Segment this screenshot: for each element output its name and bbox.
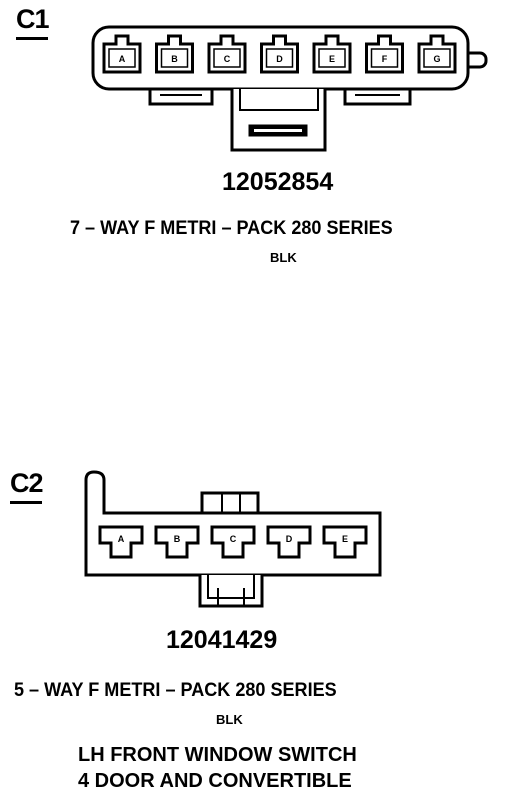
c1-pin-label-a: A (119, 54, 126, 64)
c2-pin-label-e: E (342, 534, 348, 544)
c2-label: C2 (10, 468, 44, 504)
c2-pin-d: D (266, 525, 312, 559)
c1-center-lock (230, 89, 327, 152)
c1-pin-label-b: B (171, 54, 178, 64)
c1-label-underline (16, 37, 48, 40)
c2-pin-a: A (98, 525, 144, 559)
c1-pin-f: F (365, 34, 404, 74)
c1-pin-a: A (102, 34, 142, 74)
c2-label-underline (10, 501, 42, 504)
c2-pin-label-a: A (118, 534, 125, 544)
c1-part-number: 12052854 (222, 168, 334, 196)
c2-note-line-2: 4 DOOR AND CONVERTIBLE (78, 770, 352, 792)
c2-pin-label-d: D (286, 534, 293, 544)
c1-pin-label-g: G (433, 54, 440, 64)
c1-pin-b: B (155, 34, 194, 74)
c1-pin-e: E (312, 34, 352, 74)
c2-pin-c: C (210, 525, 256, 559)
c1-label-text: C1 (16, 4, 50, 34)
c1-pin-label-f: F (382, 54, 388, 64)
c2-connector-drawing (84, 470, 382, 608)
c2-label-text: C2 (10, 468, 44, 498)
c2-pin-b: B (154, 525, 200, 559)
c2-top-tab (200, 491, 260, 513)
c2-color: BLK (216, 712, 243, 727)
c1-pin-g: G (417, 34, 457, 74)
c1-pin-d: D (260, 34, 299, 74)
c2-description: 5 – WAY F METRI – PACK 280 SERIES (14, 680, 337, 701)
c1-pin-c: C (207, 34, 247, 74)
c2-housing (84, 470, 382, 577)
c2-bottom-lock-inner (207, 575, 255, 599)
c2-part-number: 12041429 (166, 626, 278, 654)
c1-description: 7 – WAY F METRI – PACK 280 SERIES (70, 218, 393, 239)
c2-pin-e: E (322, 525, 368, 559)
c1-right-ridge (343, 89, 412, 106)
c1-pin-label-d: D (276, 54, 283, 64)
c1-label: C1 (16, 4, 50, 40)
c2-note-line-1: LH FRONT WINDOW SWITCH (78, 744, 357, 766)
c2-bottom-lock (198, 575, 264, 608)
c1-pin-cavities: A B C D E F G (102, 34, 457, 74)
c1-pin-label-e: E (329, 54, 335, 64)
c1-pin-label-c: C (224, 54, 231, 64)
c2-pin-cavities: A B C D E (98, 525, 368, 559)
c1-left-ridge (148, 89, 214, 106)
c1-center-lock-inner (239, 89, 319, 111)
c2-pin-label-b: B (174, 534, 181, 544)
c2-pin-label-c: C (230, 534, 237, 544)
c1-color: BLK (270, 250, 297, 265)
c1-lock-slot-inner (254, 129, 302, 132)
